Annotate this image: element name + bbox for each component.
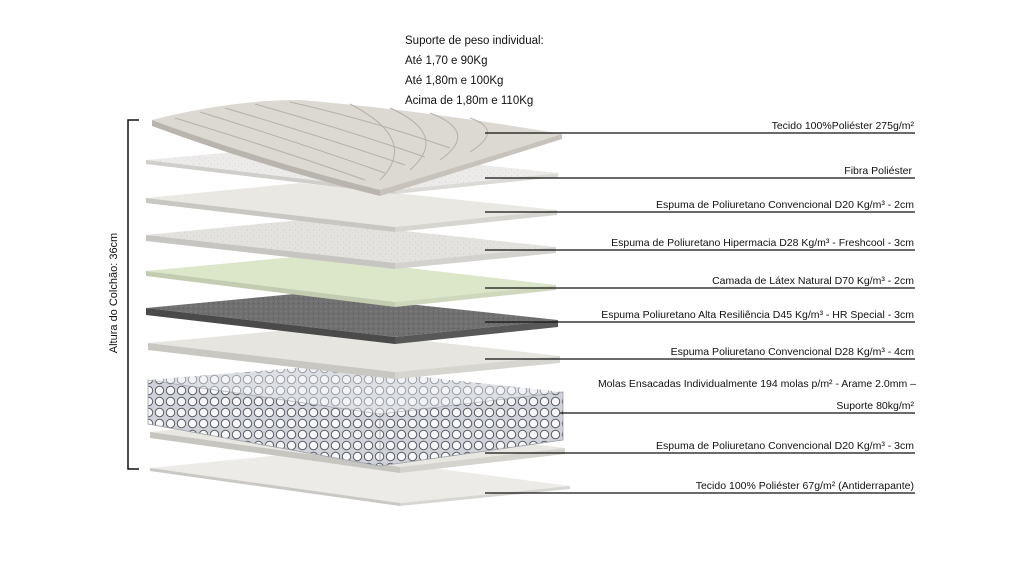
layer-label-2: Fibra Poliéster xyxy=(844,165,912,177)
height-bracket xyxy=(127,119,139,470)
layer-label-9: Espuma de Poliuretano Convencional D20 K… xyxy=(656,440,914,452)
weight-support-line: Acima de 1,80m e 110Kg xyxy=(405,95,534,107)
layer-label-7: Espuma Poliuretano Convencional D28 Kg/m… xyxy=(670,346,914,358)
leader-lines xyxy=(485,132,915,494)
weight-support-note: Suporte de peso individual: Até 1,70 e 9… xyxy=(405,31,544,111)
layer-foam-d28-4cm xyxy=(148,328,560,379)
mattress-height-label: Altura do Colchão: 36cm xyxy=(108,232,120,354)
layer-label-8-line1: Molas Ensacadas Individualmente 194 mola… xyxy=(597,378,916,390)
layer-label-3: Espuma de Poliuretano Convencional D20 K… xyxy=(656,199,914,211)
layer-label-8-line2: Suporte 80kg/m² xyxy=(836,400,914,412)
layer-label-5: Camada de Látex Natural D70 Kg/m³ - 2cm xyxy=(712,275,914,287)
weight-support-title: Suporte de peso individual: xyxy=(405,35,544,47)
layer-bottom-fabric xyxy=(150,452,570,506)
layer-label-4: Espuma de Poliuretano Hipermacia D28 Kg/… xyxy=(611,237,914,249)
layer-latex-d70 xyxy=(146,256,556,307)
layer-hr-foam-d45 xyxy=(146,293,558,344)
layer-pocket-springs xyxy=(147,366,564,467)
layer-label-6: Espuma Poliuretano Alta Resiliência D45 … xyxy=(601,309,914,321)
layer-top-quilted-fabric xyxy=(152,100,562,196)
layer-label-10: Tecido 100% Poliéster 67g/m² (Antiderrap… xyxy=(695,480,914,492)
weight-support-line: Até 1,80m e 100Kg xyxy=(405,75,504,87)
layer-label-1: Tecido 100%Poliéster 275g/m² xyxy=(771,120,914,132)
layer-foam-d20-2cm xyxy=(146,183,557,232)
weight-support-line: Até 1,70 e 90Kg xyxy=(405,55,488,67)
layer-foam-d28-freshcool xyxy=(146,220,556,269)
